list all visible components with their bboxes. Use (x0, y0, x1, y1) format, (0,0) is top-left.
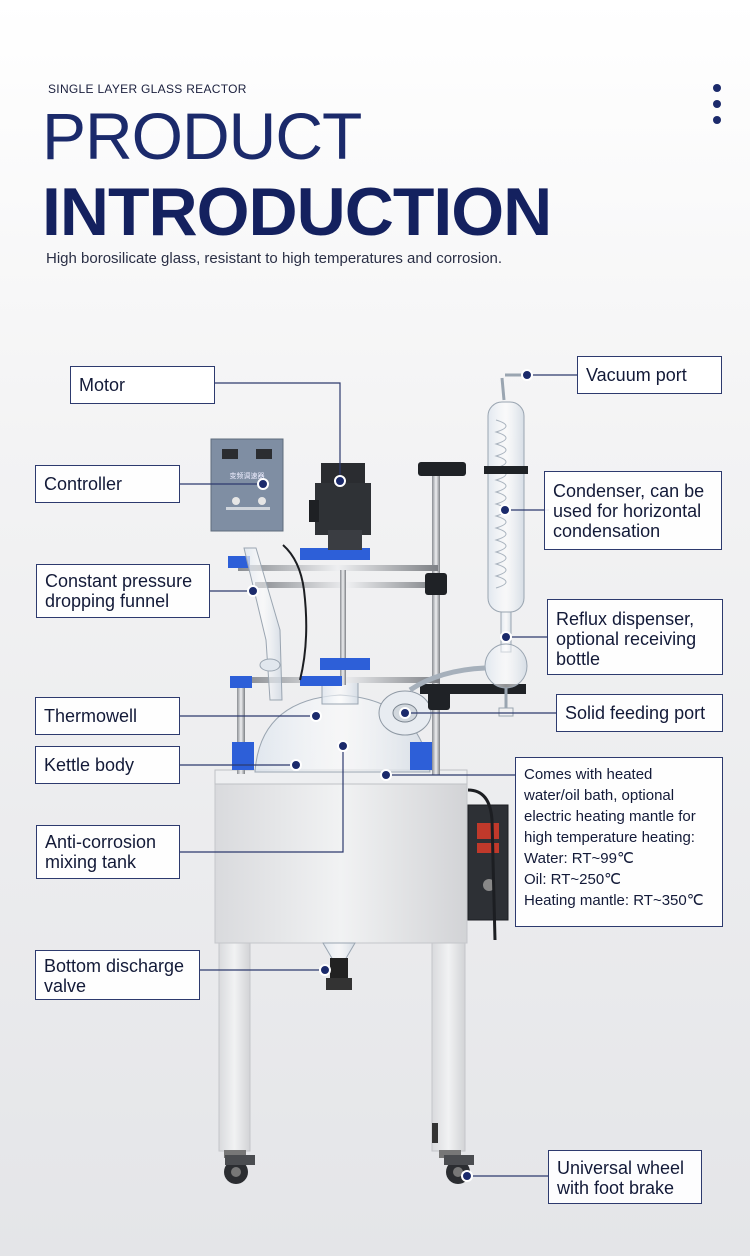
label-heated-bath: Comes with heated water/oil bath, option… (515, 757, 723, 927)
label-dropping-funnel: Constant pressure dropping funnel (36, 564, 210, 618)
blue-brackets (228, 548, 432, 770)
label-mixing-tank-line2: mixing tank (45, 852, 137, 872)
label-bath-line5: Water: RT~99℃ (524, 850, 634, 867)
label-condenser-line2: used for horizontal (553, 501, 702, 521)
label-bath-line1: Comes with heated (524, 766, 653, 783)
label-condenser-line3: condensation (553, 521, 661, 541)
bath-control-box (467, 788, 509, 941)
label-controller: Controller (35, 465, 180, 503)
dot-marker-icon (247, 369, 533, 1182)
bath-frame (214, 769, 468, 1152)
kettle-glass (254, 679, 432, 773)
label-bath-line6: Oil: RT~250℃ (524, 871, 622, 888)
label-bath-line7: Heating mantle: RT~350℃ (524, 892, 704, 909)
vertical-dots-icon[interactable] (711, 84, 723, 128)
page-title-line2: INTRODUCTION (42, 174, 552, 250)
motor-shape (282, 463, 371, 681)
label-condenser: Condenser, can be used for horizontal co… (544, 471, 722, 550)
label-wheel-line2: with foot brake (557, 1178, 675, 1198)
discharge-valve-shape (322, 942, 356, 990)
caster-wheels (224, 1123, 474, 1184)
label-discharge-valve-line2: valve (44, 976, 87, 996)
label-universal-wheel: Universal wheel with foot brake (548, 1150, 702, 1204)
controller-box: 变频调速器 (210, 438, 284, 532)
label-solid-feeding-port: Solid feeding port (556, 694, 723, 732)
label-mixing-tank-line1: Anti-corrosion (45, 832, 157, 852)
label-dropping-funnel-line2: dropping funnel (45, 591, 170, 611)
label-kettle-body: Kettle body (35, 746, 180, 784)
lab-stand (237, 462, 526, 775)
label-motor: Motor (70, 366, 215, 404)
eyebrow-text: SINGLE LAYER GLASS REACTOR (48, 82, 247, 96)
label-bath-line4: high temperature heating: (524, 829, 695, 846)
leader-lines (180, 374, 577, 1177)
label-wheel-line1: Universal wheel (557, 1158, 685, 1178)
label-reflux-line3: bottle (556, 649, 601, 669)
condenser-shape (408, 373, 528, 717)
label-reflux-dispenser: Reflux dispenser, optional receiving bot… (547, 599, 723, 675)
label-bath-line2: water/oil bath, optional (524, 787, 675, 804)
label-bath-line3: electric heating mantle for (524, 808, 696, 825)
controller-panel-text: 变频调速器 (230, 471, 265, 480)
label-reflux-line1: Reflux dispenser, (556, 609, 695, 629)
label-dropping-funnel-line1: Constant pressure (45, 571, 193, 591)
label-mixing-tank: Anti-corrosion mixing tank (36, 825, 180, 879)
label-discharge-valve: Bottom discharge valve (35, 950, 200, 1000)
page-subtitle: High borosilicate glass, resistant to hi… (46, 250, 503, 267)
label-condenser-line1: Condenser, can be (553, 481, 705, 501)
label-thermowell: Thermowell (35, 697, 180, 735)
page-title-line1: PRODUCT (42, 99, 362, 173)
label-reflux-line2: optional receiving (556, 629, 697, 649)
label-vacuum-port: Vacuum port (577, 356, 722, 394)
label-discharge-valve-line1: Bottom discharge (44, 956, 185, 976)
